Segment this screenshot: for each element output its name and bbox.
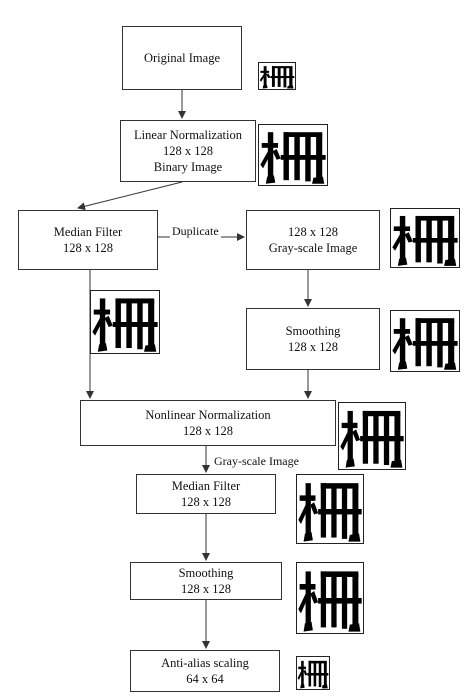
node-note: Binary Image (153, 160, 223, 174)
median-filter-node: Median Filter 128 x 128 (18, 210, 158, 270)
duplicate-label: Duplicate (170, 224, 221, 239)
median2-glyph-image (296, 474, 364, 544)
nonlinear-normalization-node: Nonlinear Normalization 128 x 128 (80, 400, 336, 446)
median-filter-2-node: Median Filter 128 x 128 (136, 474, 276, 514)
node-label: Gray-scale Image (268, 241, 358, 255)
node-label: Original Image (143, 51, 220, 65)
original-image-node: Original Image (122, 26, 242, 90)
node-label: Smoothing (178, 566, 234, 580)
linear-glyph-image (258, 124, 328, 186)
smoothing-node: Smoothing 128 x 128 (246, 308, 380, 370)
median-glyph-image (90, 290, 160, 354)
node-label: Smoothing (285, 324, 341, 338)
smoothing2-glyph-image (296, 562, 364, 634)
node-size: 128 x 128 (288, 340, 338, 354)
antialias-scaling-node: Anti-alias scaling 64 x 64 (130, 650, 280, 692)
linear-normalization-node: Linear Normalization 128 x 128 Binary Im… (120, 120, 256, 182)
node-size: 128 x 128 (163, 144, 213, 158)
grayscale-edge-label: Gray-scale Image (212, 454, 301, 469)
smoothing-2-node: Smoothing 128 x 128 (130, 562, 282, 600)
node-label: Median Filter (171, 479, 241, 493)
grayscale-glyph-image (390, 208, 460, 268)
arrow-linear-to-median (77, 181, 183, 211)
original-glyph-image (258, 62, 296, 90)
node-label: Median Filter (53, 225, 123, 239)
node-size: 128 x 128 (183, 424, 233, 438)
node-size: 64 x 64 (186, 672, 224, 686)
grayscale-image-node: 128 x 128 Gray-scale Image (246, 210, 380, 270)
smoothing-glyph-image (390, 310, 460, 372)
node-label: Anti-alias scaling (161, 656, 249, 670)
node-size: 128 x 128 (181, 495, 231, 509)
node-label: Linear Normalization (134, 128, 242, 142)
node-size: 128 x 128 (181, 582, 231, 596)
node-label: Nonlinear Normalization (145, 408, 271, 422)
node-size: 128 x 128 (288, 225, 338, 239)
antialias-glyph-image (296, 656, 330, 690)
nonlinear-glyph-image (338, 402, 406, 470)
node-size: 128 x 128 (63, 241, 113, 255)
